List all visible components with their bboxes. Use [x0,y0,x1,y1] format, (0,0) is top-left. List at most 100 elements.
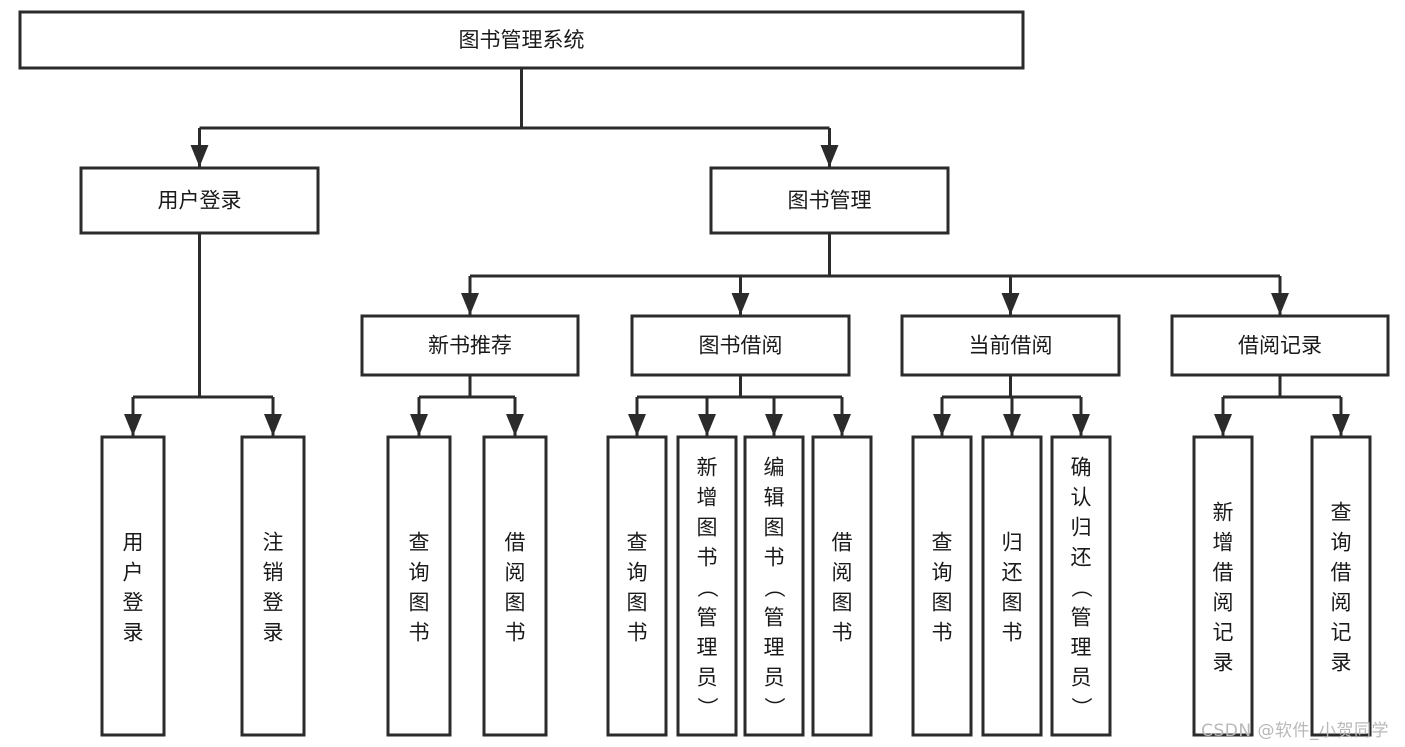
node-box[interactable] [606,435,668,737]
node-new-book-recommend[interactable]: 新书推荐 [360,314,580,377]
node-label-char: （ [695,577,719,598]
node-label-char: 阅 [832,560,853,584]
node-label-char: 注 [263,530,284,554]
node-box[interactable] [709,166,950,235]
node-borrow-record[interactable]: 借阅记录 [1170,314,1390,377]
arrow-head-icon [731,293,750,315]
node-box[interactable] [240,435,306,737]
node-label-char: 书 [832,620,853,644]
node-box[interactable] [743,435,805,737]
node-label-char: 询 [409,560,430,584]
node-box[interactable] [1192,435,1254,737]
node-box[interactable] [630,314,851,377]
node-box[interactable] [900,314,1121,377]
arrow-head-icon [506,414,524,436]
node-label: 用户登录 [158,189,242,213]
node-user-login-do[interactable]: 用户登录 [100,435,166,737]
node-label-char: 辑 [764,485,785,509]
node-label-char: 确 [1071,455,1092,479]
node-box[interactable] [1170,314,1390,377]
node-label-char: 录 [123,620,144,644]
node-label-char: 登 [123,590,144,614]
arrow-head-icon [1214,414,1232,436]
node-label-char: 登 [263,590,284,614]
node-box[interactable] [811,435,873,737]
node-box[interactable] [482,435,548,737]
node-book-management[interactable]: 图书管理 [709,166,950,235]
node-label-char: 查 [932,530,953,554]
node-label-char: 借 [505,530,526,554]
node-root[interactable]: 图书管理系统 [18,10,1025,70]
watermark-label: CSDN @软件_小贺同学 [1201,721,1389,741]
arrow-head-icon [765,414,783,436]
node-label-char: 员 [1071,665,1092,689]
node-box[interactable] [911,435,973,737]
node-label: 当前借阅 [969,334,1053,358]
node-label-char: 还 [1002,560,1023,584]
node-user-login[interactable]: 用户登录 [79,166,320,235]
arrow-head-icon [1072,414,1090,436]
node-label-char: 理 [1071,635,1092,659]
node-box[interactable] [18,10,1025,70]
node-box[interactable] [79,166,320,235]
arrow-head-icon [628,414,646,436]
node-box[interactable] [1050,435,1112,737]
nodes-layer: 图书管理系统用户登录用户登录注销登录图书管理新书推荐查询图书借阅图书图书借阅查询… [18,10,1390,737]
node-label-char: 图 [409,590,430,614]
node-box[interactable] [981,435,1043,737]
node-label-char: 归 [1002,530,1023,554]
node-label-char: 录 [1213,650,1234,674]
node-label-char: 借 [1213,560,1234,584]
arrow-head-icon [190,145,209,167]
node-label: 借阅记录 [1238,334,1322,358]
node-box[interactable] [1310,435,1372,737]
node-label-char: 记 [1331,620,1352,644]
node-book-borrow[interactable]: 图书借阅 [630,314,851,377]
node-label-char: （ [762,577,786,598]
node-label-char: 管 [764,605,785,629]
arrow-head-icon [410,414,428,436]
node-label-char: 图 [505,590,526,614]
node-label-char: （ [1069,577,1093,598]
node-label-char: 编 [764,455,785,479]
node-label-char: 增 [697,485,718,509]
node-label-char: 理 [697,635,718,659]
node-label-char: 书 [697,545,718,569]
node-label-char: 员 [697,665,718,689]
node-label: 图书管理 [788,189,872,213]
node-label-char: 书 [764,545,785,569]
node-label-char: 书 [932,620,953,644]
node-label-char: 记 [1213,620,1234,644]
node-current-borrow[interactable]: 当前借阅 [900,314,1121,377]
node-box[interactable] [360,314,580,377]
node-box[interactable] [100,435,166,737]
arrow-head-icon [1003,414,1021,436]
node-label-char: 询 [627,560,648,584]
arrow-head-icon [833,414,851,436]
node-label-char: ） [1069,697,1093,718]
node-label: 新书推荐 [428,334,512,358]
node-box[interactable] [386,435,452,737]
node-label-char: 借 [1331,560,1352,584]
node-label-char: 阅 [505,560,526,584]
node-label-char: 新 [697,455,718,479]
node-label-char: 询 [932,560,953,584]
node-label-char: 录 [263,620,284,644]
node-box[interactable] [676,435,738,737]
node-label-char: 图 [832,590,853,614]
node-label-char: ） [695,697,719,718]
